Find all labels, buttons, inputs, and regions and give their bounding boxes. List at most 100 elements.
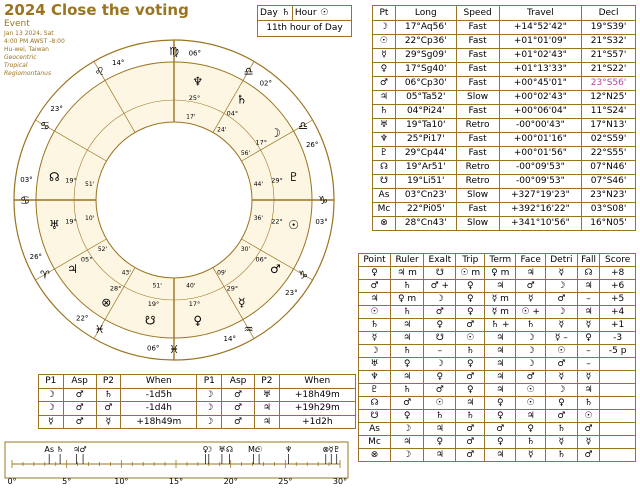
- table-cell: 03°S08': [581, 202, 636, 217]
- table-cell: ☉: [576, 409, 601, 423]
- table-cell: ♀: [455, 383, 486, 397]
- table-row: ♂06°Cp30'Fast+00°45'01"23°S56': [372, 76, 636, 91]
- column-header: P2: [95, 374, 122, 389]
- table-cell: ☋: [357, 409, 392, 423]
- ruler-marker-icon: ☽: [205, 445, 212, 454]
- table-cell: ♂: [515, 279, 546, 293]
- table-cell: Slow: [455, 216, 500, 231]
- planet-degree: 29°: [271, 177, 283, 185]
- cusp-sign-icon: ♌: [95, 65, 105, 78]
- table-cell: +5: [599, 292, 636, 306]
- table-cell: 28°Cn43': [394, 216, 457, 231]
- chart-houses: Regiomontanus: [4, 70, 52, 77]
- table-cell: ♂: [95, 401, 122, 416]
- table-cell: ♀: [455, 305, 486, 319]
- table-cell: ☿: [544, 266, 578, 280]
- planet-degree: 06°: [256, 255, 268, 263]
- table-cell: ♀: [390, 357, 425, 371]
- table-row: ♅19°Ta10'Retro-00°00'43"17°N13': [372, 118, 636, 133]
- table-cell: 17°Sg40': [394, 62, 457, 77]
- table-cell: ♅: [372, 118, 396, 133]
- table-cell: ☽: [544, 279, 578, 293]
- table-cell: ♃: [484, 357, 517, 371]
- ruler-marker-icon: ☿: [329, 445, 334, 454]
- table-cell: ♀ m: [390, 292, 425, 306]
- table-cell: ♃: [357, 292, 392, 306]
- planet-degree: 17°: [256, 139, 268, 147]
- table-cell: ☿ –: [544, 331, 578, 345]
- table-cell: Retro: [455, 174, 500, 189]
- column-header: Asp: [62, 374, 97, 389]
- table-cell: ♂: [576, 422, 601, 436]
- table-cell: ♂: [423, 383, 457, 397]
- table-cell: +00°06'04": [498, 104, 583, 119]
- table-cell: ☋: [423, 331, 457, 345]
- table-cell: 19°S39': [581, 20, 636, 35]
- table-cell: ☉: [515, 383, 546, 397]
- chart-date: Jan 13 2024, Sat: [4, 30, 54, 37]
- table-cell: Mc: [372, 202, 396, 217]
- table-cell: ♄: [390, 279, 425, 293]
- table-cell: ⊗: [372, 216, 396, 231]
- table-cell: -00°09'53": [498, 174, 583, 189]
- table-cell: ♆: [357, 370, 392, 384]
- table-cell: ♄: [390, 305, 425, 319]
- cusp-degree: 03°: [20, 176, 32, 184]
- ruler-marker-icon: ☉: [256, 445, 263, 454]
- saturn-icon: ♄: [280, 6, 293, 20]
- planet-glyph-icon: ♄: [236, 93, 247, 107]
- table-cell: ♂: [357, 279, 392, 293]
- table-cell: ♀: [455, 279, 486, 293]
- day-hour-box: Day ♄ Hour ☉ 11th hour of Day: [257, 5, 352, 37]
- ruler-marker-icon: ♀: [203, 445, 209, 454]
- cusp-sign-icon: ♈: [40, 269, 50, 282]
- table-cell: –: [576, 292, 601, 306]
- table-cell: Mc: [357, 435, 392, 449]
- planet-minute: 44': [254, 181, 264, 188]
- table-cell: Fast: [455, 146, 500, 161]
- table-cell: Retro: [455, 160, 500, 175]
- planet-degree: 19°: [65, 217, 77, 225]
- cusp-degree: 22°: [76, 314, 88, 322]
- table-cell: ♀: [484, 435, 517, 449]
- table-cell: ☉: [455, 331, 486, 345]
- table-cell: ♀: [515, 422, 546, 436]
- cusp-degree: 26°: [30, 253, 42, 261]
- table-cell: ♀: [455, 357, 486, 371]
- planet-glyph-icon: ☿: [238, 295, 245, 309]
- ruler-marker-icon: ☊: [226, 445, 233, 454]
- table-cell: ☽: [544, 383, 578, 397]
- table-cell: ♃: [576, 279, 601, 293]
- table-cell: ♀: [423, 318, 457, 332]
- table-cell: ☽: [38, 401, 64, 416]
- ruler-marker-icon: ⊗: [322, 445, 329, 454]
- table-cell: 29°Sg09': [394, 48, 457, 63]
- table-cell: ♂: [544, 357, 578, 371]
- table-cell: 07°N46': [581, 160, 636, 175]
- table-cell: Fast: [455, 20, 500, 35]
- table-cell: ♃: [576, 305, 601, 319]
- table-cell: ♂: [576, 448, 601, 462]
- table-cell: ♂: [544, 409, 578, 423]
- column-header: Exalt: [423, 253, 457, 267]
- table-cell: ♅: [254, 387, 280, 402]
- table-cell: +8: [599, 266, 636, 280]
- table-cell: +1: [599, 318, 636, 332]
- table-cell: ♆: [372, 132, 396, 147]
- natal-wheel: ♋03°♋23°♌14°♍06°♎02°♎26°♑03°♑23°♒14°♓06°…: [13, 39, 335, 361]
- planet-glyph-icon: ☊: [49, 170, 60, 184]
- table-cell: ♂: [221, 401, 256, 416]
- table-row: ♇29°Cp44'Fast+00°01'56"22°S55': [372, 146, 636, 161]
- planet-minute: 09': [217, 270, 227, 277]
- table-row: ♆♃♀♂♃♂☿☿: [357, 370, 636, 384]
- table-cell: 21°S57': [581, 48, 636, 63]
- table-cell: ♂: [484, 422, 517, 436]
- table-cell: 05°Ta52': [394, 90, 457, 105]
- table-cell: ♃: [390, 318, 425, 332]
- table-cell: ♃: [254, 414, 280, 429]
- table-cell: ♃: [254, 401, 280, 416]
- table-cell: ♃: [484, 383, 517, 397]
- table-cell: ♄: [544, 422, 578, 436]
